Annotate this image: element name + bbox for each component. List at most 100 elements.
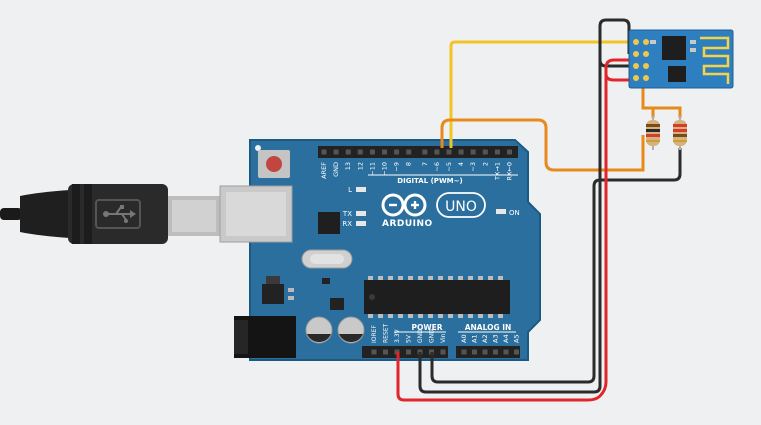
digital-pin-hole[interactable] [345,149,351,155]
digital-pin-label: TX→1 [493,162,501,181]
mount-hole [255,145,261,151]
resistor-1[interactable] [646,116,660,150]
analog-pin-label: A1 [471,334,479,343]
module-pin[interactable] [633,39,639,45]
digital-pin-label: 8 [405,162,413,166]
module-pin[interactable] [633,75,639,81]
status-led [356,211,366,216]
usb-controller-chip [318,212,340,234]
usb-cable-boot [20,190,70,238]
wire-orange-module[interactable] [641,86,682,118]
module-antenna [700,36,730,84]
digital-pin-hole[interactable] [470,149,476,155]
analog-pin-hole[interactable] [472,349,477,355]
wire-black-gnd-2[interactable] [418,60,602,394]
digital-pin-label: ~5 [445,162,453,172]
analog-pin-hole[interactable] [514,349,519,355]
capacitor [305,316,333,344]
digital-pin-hole[interactable] [446,149,452,155]
digital-pin-hole[interactable] [321,149,327,155]
power-pin-label: Vin [440,333,447,343]
digital-pin-hole[interactable] [458,149,464,155]
digital-pin-hole[interactable] [494,149,500,155]
digital-pin-hole[interactable] [394,149,400,155]
module-flash [668,66,686,82]
digital-pin-hole[interactable] [406,149,412,155]
resistor-2[interactable] [673,116,687,150]
power-pin-label: GND [429,329,436,343]
digital-pin-label: 7 [421,162,429,166]
analog-header[interactable] [456,346,520,358]
digital-pin-label: RX←0 [506,162,514,181]
power-pin-label: IOREF [371,325,378,343]
arduino-logo-text: ARDUINO [382,219,433,229]
analog-pin-label: A2 [481,334,489,343]
wire-red-module[interactable] [604,58,629,82]
analog-pin-hole[interactable] [461,349,467,355]
power-pin-hole[interactable] [383,349,388,355]
wire-black-module[interactable] [598,18,631,68]
digital-pin-hole[interactable] [434,149,440,155]
digital-pin-hole[interactable] [333,149,339,155]
digital-pin-label: ~3 [469,162,477,172]
wire-red-3v3[interactable] [396,74,608,402]
digital-pin-label: 12 [356,162,364,170]
digital-pin-hole[interactable] [369,149,375,155]
led-label: L [348,186,352,194]
module-pin[interactable] [643,51,649,57]
power-label: POWER [411,323,442,332]
uno-badge [436,192,486,218]
status-led [356,187,366,192]
digital-pin-label: AREF [320,162,328,179]
digital-pin-hole[interactable] [357,149,363,155]
led-label: TX [342,210,352,218]
power-led [496,209,506,214]
atmega-chip [364,280,510,314]
analog-pin-label: A4 [502,334,510,343]
power-pin-hole[interactable] [371,349,377,355]
analog-pin-hole[interactable] [482,349,488,355]
power-pin-hole[interactable] [406,349,411,355]
module-pin[interactable] [643,75,649,81]
analog-label: ANALOG IN [465,323,512,332]
digital-pin-label: ~9 [393,162,401,172]
usb-icon [95,199,141,229]
module-pin[interactable] [643,39,649,45]
analog-pin-label: A5 [513,334,521,343]
led-label: RX [342,220,352,228]
module-pin[interactable] [633,63,639,69]
digital-header[interactable] [318,146,518,158]
wires[interactable] [396,18,682,402]
power-pin-hole[interactable] [440,349,446,355]
esp8266-wifi-module[interactable] [628,29,734,89]
uno-text: UNO [445,199,477,215]
power-header[interactable] [362,346,448,358]
digital-pin-label: GND [332,162,340,177]
digital-pin-label: 2 [481,162,489,166]
wire-orange-pin7[interactable] [440,118,645,172]
power-pin-label: 3.3V [394,328,401,343]
module-pin[interactable] [633,51,639,57]
power-pin-label: 5V [406,334,413,343]
digital-pin-hole[interactable] [422,149,428,155]
digital-pin-label: ~10 [381,162,389,176]
analog-pin-hole[interactable] [503,349,509,355]
digital-pin-hole[interactable] [482,149,488,155]
wire-yellow[interactable] [449,40,629,148]
power-pin-label: GND [417,329,424,343]
module-pin[interactable] [643,63,649,69]
analog-pin-hole[interactable] [493,349,498,355]
usb-cable-strain-tip [0,208,22,220]
digital-pin-hole[interactable] [382,149,387,155]
analog-pin-label: A3 [492,334,500,343]
digital-pin-hole[interactable] [507,149,512,155]
digital-label: DIGITAL (PWM~) [397,177,462,185]
usb-cable[interactable] [0,184,220,244]
analog-pin-label: A0 [460,334,468,343]
digital-pin-label: ~6 [433,162,441,172]
wire-black-gnd-1[interactable] [430,148,682,384]
digital-pin-label: 4 [457,162,465,166]
digital-pin-label: 13 [344,162,352,170]
